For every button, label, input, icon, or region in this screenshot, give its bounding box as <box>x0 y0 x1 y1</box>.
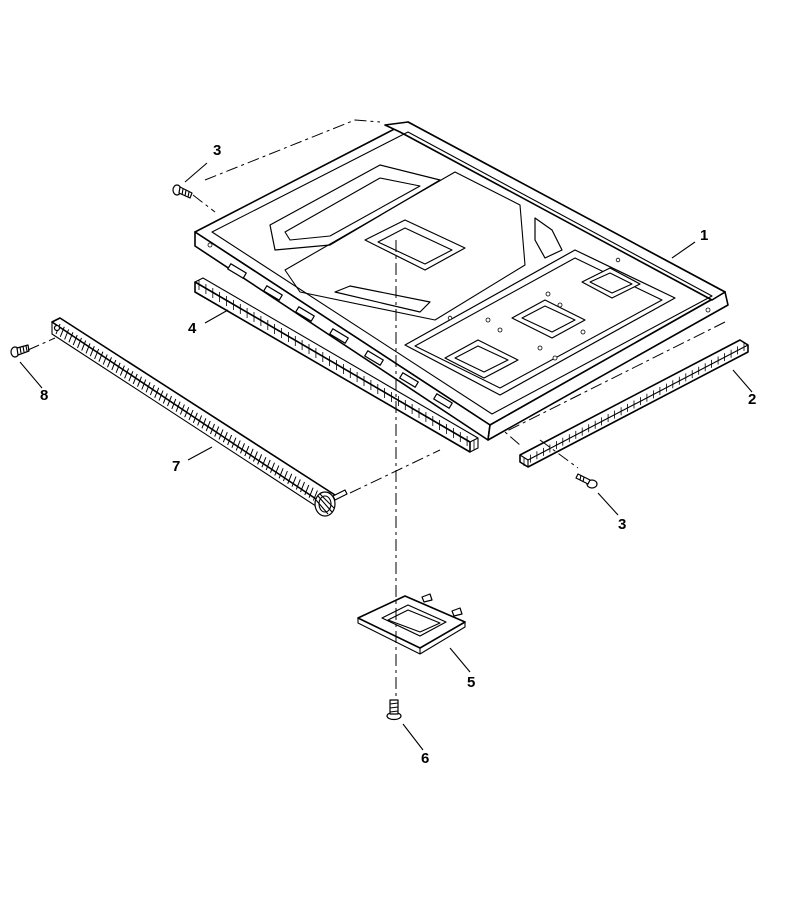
callout-4: 4 <box>188 320 197 337</box>
callout-8: 8 <box>40 387 48 404</box>
part-1-main-panel <box>194 121 729 441</box>
callout-6: 6 <box>421 750 429 767</box>
callout-3-top: 3 <box>213 142 221 159</box>
callout-3-bottom: 3 <box>618 516 626 533</box>
part-2-gasket-strip <box>519 339 749 468</box>
part-5-flange-plate <box>357 593 466 655</box>
part-7-end-screw <box>332 489 348 501</box>
callout-2: 2 <box>748 391 756 408</box>
assembly-lines <box>27 119 726 700</box>
leader-lines <box>19 162 753 751</box>
part-4-gasket-strip <box>194 277 479 453</box>
part-6-screw <box>386 699 402 721</box>
part-3-screw-left <box>172 184 193 199</box>
part-8-screw <box>10 344 30 358</box>
callout-5: 5 <box>467 674 475 691</box>
callout-7: 7 <box>172 458 180 475</box>
part-7-vent-strip <box>51 317 336 517</box>
callout-1: 1 <box>700 227 708 244</box>
part-3-screw-right <box>575 473 598 489</box>
